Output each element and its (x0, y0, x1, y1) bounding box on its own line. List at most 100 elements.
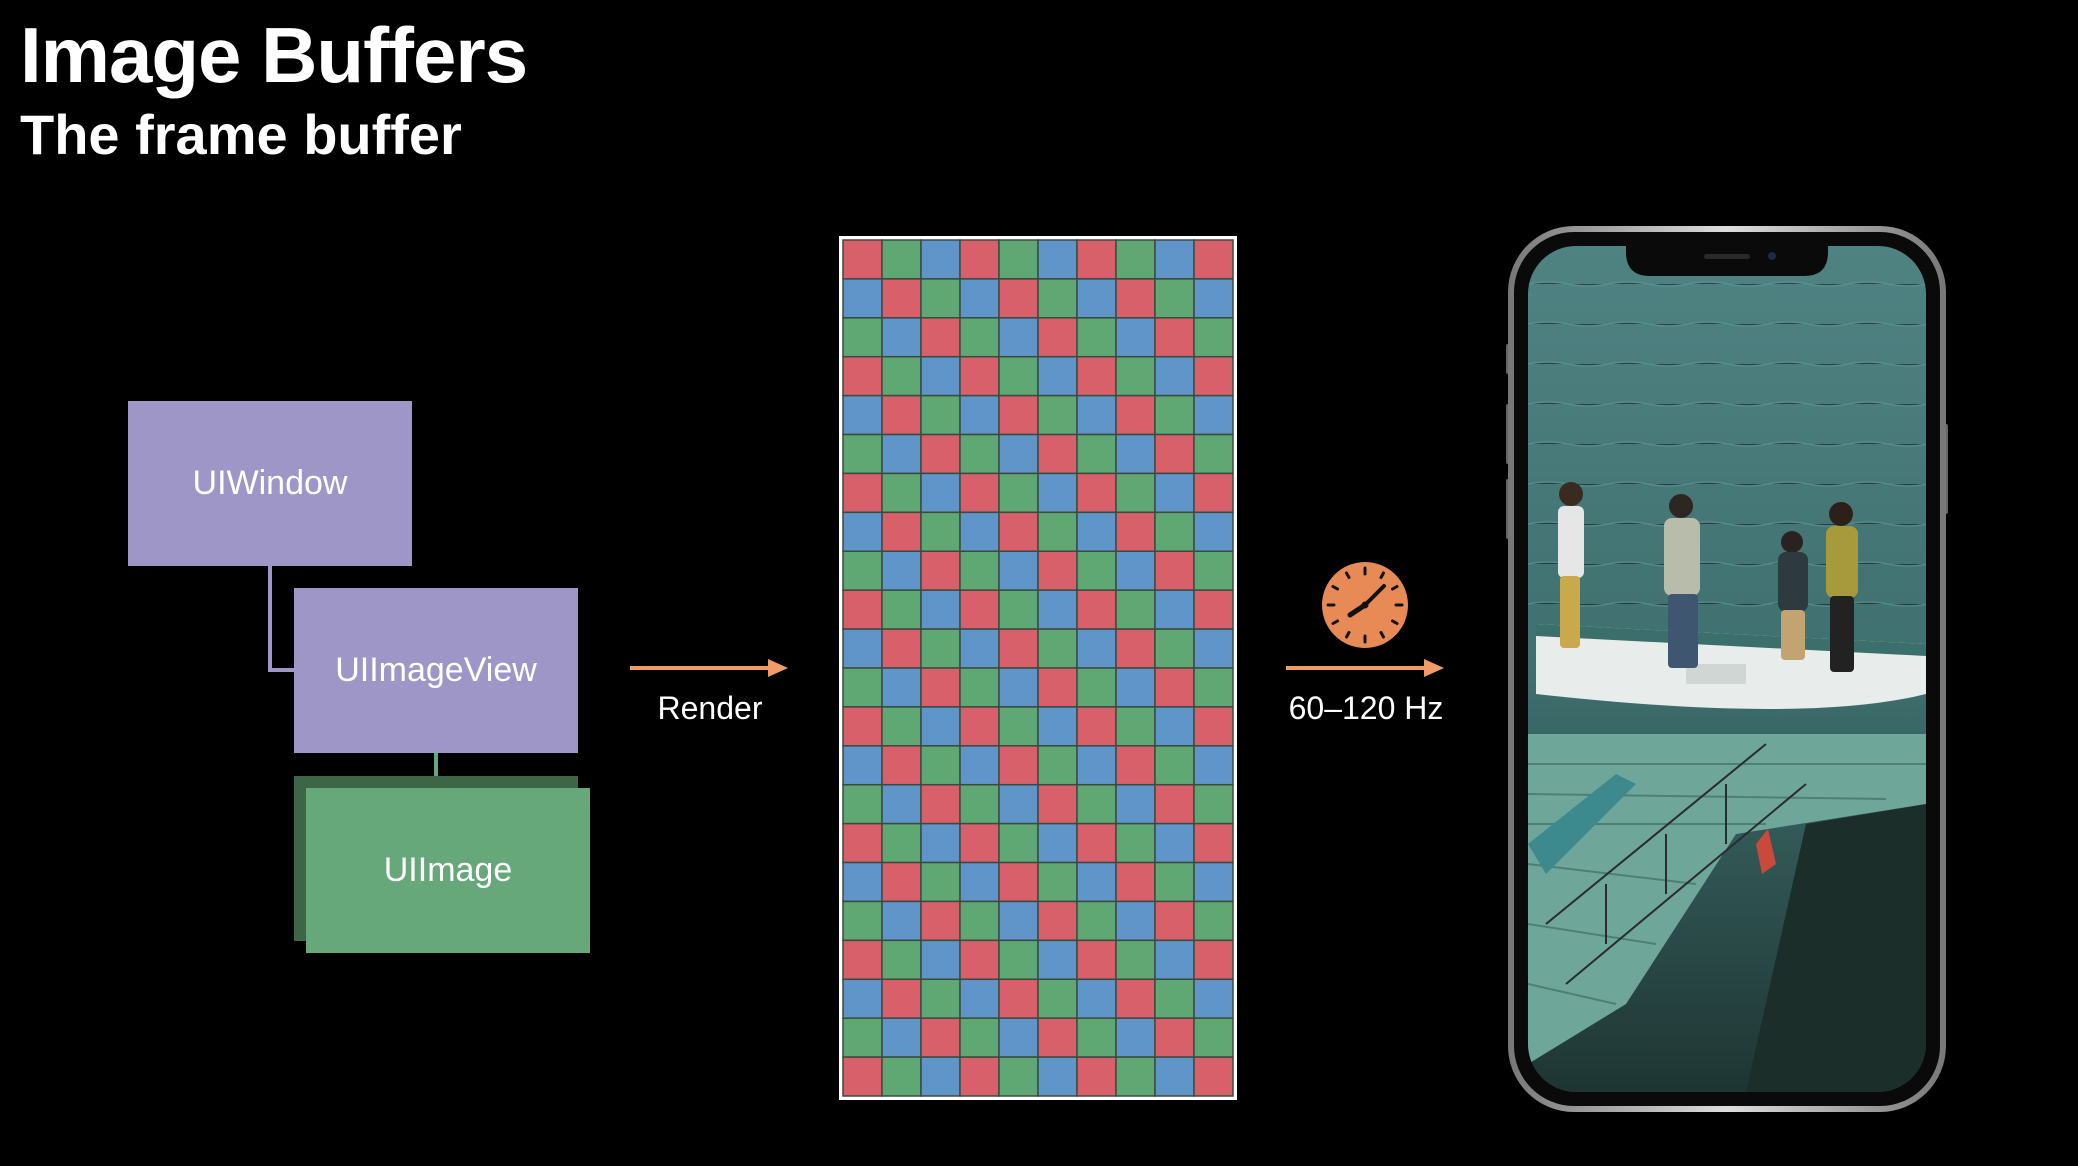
pixel-cell (1076, 472, 1117, 514)
pixel-cell (998, 278, 1039, 319)
pixel-cell (959, 550, 1000, 591)
pixel-cell (959, 822, 1000, 864)
pixel-cell (1076, 1056, 1117, 1097)
pixel-cell (1154, 822, 1195, 864)
pixel-cell (1115, 317, 1156, 358)
pixel-cell (1037, 550, 1078, 591)
pixel-cell (1115, 745, 1156, 786)
pixel-cell (998, 939, 1039, 981)
pixel-cell (1193, 278, 1234, 319)
pixel-cell (842, 433, 883, 475)
pixel-cell (998, 317, 1039, 358)
pixel-cell (842, 745, 883, 786)
pixel-cell (1037, 394, 1078, 436)
pixel-cell (920, 628, 961, 669)
pixel-cell (1037, 783, 1078, 825)
pixel-cell (1115, 706, 1156, 747)
uiwindow-box: UIWindow (128, 401, 412, 566)
pixel-cell (1115, 939, 1156, 981)
pixel-cell (1115, 472, 1156, 514)
pixel-cell (881, 1056, 922, 1097)
pixel-cell (1037, 628, 1078, 669)
pixel-cell (1154, 706, 1195, 747)
pixel-cell (881, 978, 922, 1019)
pixel-cell (1115, 394, 1156, 436)
pixel-cell (959, 667, 1000, 708)
pixel-cell (1076, 511, 1117, 553)
pixel-cell (959, 706, 1000, 747)
pixel-cell (1193, 822, 1234, 864)
pixel-cell (998, 783, 1039, 825)
frame-buffer-grid (839, 236, 1237, 1100)
pixel-cell (1076, 745, 1117, 786)
pixel-cell (1154, 589, 1195, 630)
slide-title: Image Buffers (20, 11, 528, 99)
pixel-cell (1037, 1017, 1078, 1058)
pixel-cell (1154, 783, 1195, 825)
pixel-cell (842, 278, 883, 319)
pixel-cell (842, 900, 883, 942)
window-to-imageview-connector (268, 564, 272, 672)
pixel-cell (881, 472, 922, 514)
pixel-cell (1076, 667, 1117, 708)
uiimage-label: UIImage (383, 851, 513, 889)
pixel-cell (1154, 511, 1195, 553)
window-to-imageview-connector-horizontal (268, 668, 296, 672)
pixel-cell (1037, 511, 1078, 553)
pixel-cell (842, 822, 883, 864)
pixel-cell (842, 394, 883, 436)
pixel-cell (881, 628, 922, 669)
pixel-cell (959, 355, 1000, 397)
pixel-cell (881, 239, 922, 280)
pixel-cell (1154, 861, 1195, 903)
pixel-cell (1115, 589, 1156, 630)
pixel-cell (881, 939, 922, 981)
pixel-cell (1115, 550, 1156, 591)
pixel-cell (1076, 394, 1117, 436)
pixel-cell (1037, 589, 1078, 630)
pixel-cell (1193, 433, 1234, 475)
pixel-cell (920, 978, 961, 1019)
pixel-cell (998, 667, 1039, 708)
pixel-cell (881, 745, 922, 786)
pixel-cell (920, 822, 961, 864)
pixel-cell (959, 589, 1000, 630)
pixel-cell (1154, 939, 1195, 981)
pixel-cell (1115, 1056, 1156, 1097)
pixel-cell (1115, 667, 1156, 708)
pixel-cell (920, 939, 961, 981)
pixel-cell (1193, 628, 1234, 669)
pixel-cell (1154, 239, 1195, 280)
pixel-cell (842, 628, 883, 669)
pixel-cell (1037, 239, 1078, 280)
pixel-cell (998, 589, 1039, 630)
pixel-cell (920, 511, 961, 553)
pixel-cell (1193, 900, 1234, 942)
pixel-cell (920, 394, 961, 436)
pixel-cell (1154, 394, 1195, 436)
pixel-cell (959, 317, 1000, 358)
pixel-cell (1154, 355, 1195, 397)
pixel-cell (881, 1017, 922, 1058)
pixel-cell (842, 667, 883, 708)
pixel-cell (1076, 550, 1117, 591)
pixel-cell (881, 589, 922, 630)
pixel-cell (842, 1056, 883, 1097)
pixel-cell (1115, 978, 1156, 1019)
pixel-cell (1115, 900, 1156, 942)
pixel-cell (1193, 550, 1234, 591)
pixel-cell (998, 511, 1039, 553)
pixel-cell (959, 239, 1000, 280)
pixel-cell (1193, 667, 1234, 708)
pixel-cell (1037, 667, 1078, 708)
pixel-cell (1076, 706, 1117, 747)
pixel-cell (1115, 278, 1156, 319)
pixel-cell (1076, 433, 1117, 475)
pixel-cell (1076, 628, 1117, 669)
pixel-cell (959, 278, 1000, 319)
pixel-cell (1193, 783, 1234, 825)
pixel-cell (1037, 978, 1078, 1019)
pixel-cell (1193, 394, 1234, 436)
pixel-cell (1037, 706, 1078, 747)
pixel-cell (1076, 939, 1117, 981)
